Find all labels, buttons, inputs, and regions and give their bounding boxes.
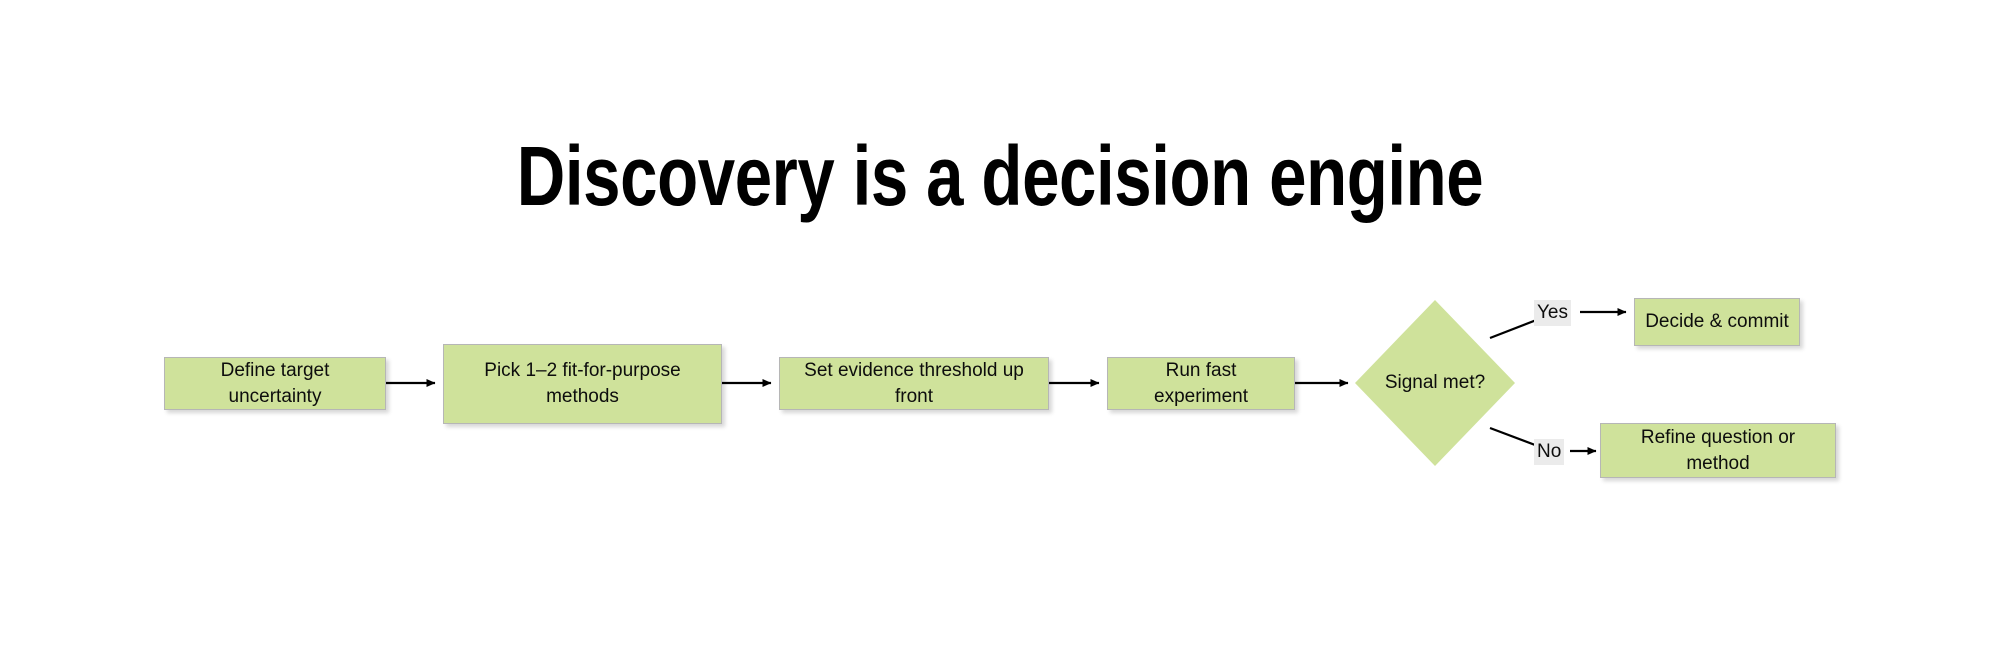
- flow-node-set-evidence-threshold[interactable]: Set evidence threshold up front: [779, 357, 1049, 410]
- flow-node-define-target-uncertainty[interactable]: Define target uncertainty: [164, 357, 386, 410]
- page-title: Discovery is a decision engine: [516, 129, 1484, 223]
- flow-node-label: Signal met?: [1384, 372, 1486, 393]
- edge-label-no: No: [1534, 439, 1565, 465]
- edge-label-yes: Yes: [1534, 300, 1571, 326]
- flow-node-run-fast-experiment[interactable]: Run fast experiment: [1107, 357, 1295, 410]
- flow-node-refine-question-or-method[interactable]: Refine question or method: [1600, 423, 1836, 478]
- flow-node-signal-met-decision[interactable]: Signal met?: [1355, 300, 1515, 466]
- diamond-shape-icon: [1355, 300, 1515, 466]
- flow-node-pick-methods[interactable]: Pick 1–2 fit-for-purpose methods: [443, 344, 722, 424]
- flow-node-label: Run fast experiment: [1154, 359, 1248, 407]
- flow-node-decide-and-commit[interactable]: Decide & commit: [1634, 298, 1800, 346]
